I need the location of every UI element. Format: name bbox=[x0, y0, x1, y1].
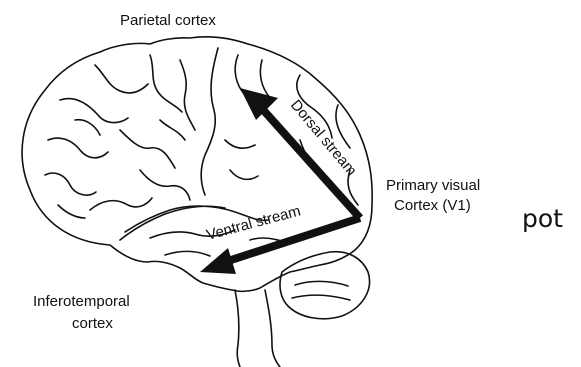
gyrus-line bbox=[75, 120, 100, 135]
gyrus-line bbox=[165, 251, 210, 256]
inferotemporal-label-line1: Inferotemporal bbox=[33, 293, 130, 310]
gyrus-line bbox=[90, 198, 152, 210]
primary-visual-label-line1: Primary visual bbox=[386, 177, 480, 194]
brain-stem bbox=[235, 290, 240, 367]
gyrus-line bbox=[120, 130, 175, 168]
cerebellum bbox=[280, 252, 370, 319]
gyrus-line bbox=[48, 138, 108, 158]
side-word-text: pot bbox=[522, 206, 563, 231]
brain-stem bbox=[265, 290, 280, 367]
parietal-cortex-label: Parietal cortex bbox=[120, 12, 216, 29]
gyrus-line bbox=[260, 60, 270, 98]
gyrus-line bbox=[45, 173, 96, 195]
cerebellum-fold bbox=[292, 295, 350, 300]
ventral-arrowhead bbox=[200, 248, 236, 274]
gyrus-line bbox=[150, 55, 182, 112]
central-sulcus bbox=[201, 48, 218, 195]
cerebellum-fold bbox=[295, 281, 348, 286]
dorsal-stream-label: Dorsal stream bbox=[287, 97, 360, 179]
gyrus-line bbox=[58, 205, 85, 218]
gyrus-line bbox=[95, 65, 148, 93]
gyrus-line bbox=[225, 140, 255, 148]
cerebrum-contour bbox=[22, 37, 372, 291]
primary-visual-label-line2: Cortex (V1) bbox=[394, 197, 471, 214]
gyrus-line bbox=[60, 99, 128, 123]
gyrus-line bbox=[230, 170, 258, 179]
gyrus-line bbox=[160, 120, 185, 140]
inferotemporal-label-line2: cortex bbox=[72, 315, 113, 332]
gyrus-line bbox=[140, 170, 190, 200]
gyrus-line bbox=[180, 60, 195, 130]
